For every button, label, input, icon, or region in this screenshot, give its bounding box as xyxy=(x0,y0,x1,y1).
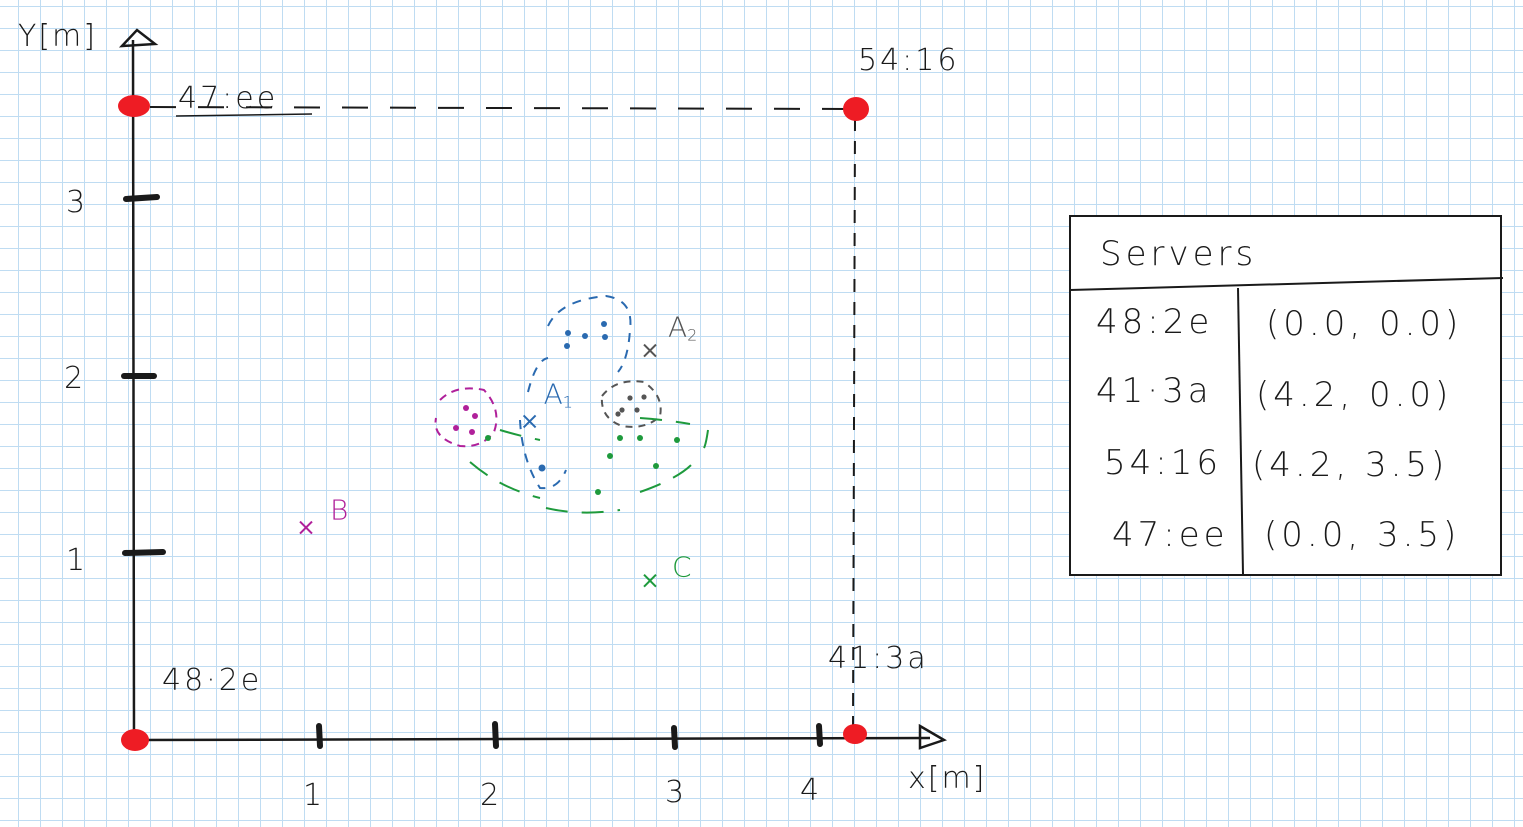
cluster-green xyxy=(469,417,709,514)
server-54-16-label: 54:16 xyxy=(858,43,959,78)
y-tick-label-2: 2 xyxy=(64,361,86,396)
point-b: B xyxy=(299,494,348,535)
x-tick-label-3: 3 xyxy=(665,775,687,810)
servers-table-row-4-id: 47:ee xyxy=(1112,515,1229,555)
y-axis-title: Y[m] xyxy=(18,19,97,54)
y-tick-label-1: 1 xyxy=(66,543,88,578)
servers-table-row-1-id: 48:2e xyxy=(1096,302,1213,342)
room-top-dashed-line xyxy=(149,106,851,110)
cluster-magenta xyxy=(434,387,498,448)
servers-table-header: Servers xyxy=(1100,234,1257,274)
servers-table-row-1-coords: (0.0, 0.0) xyxy=(1266,304,1462,344)
y-tick-label-3: 3 xyxy=(66,185,88,220)
x-tick-label-4: 4 xyxy=(800,773,822,808)
servers-table-row-2-id: 41·3a xyxy=(1096,371,1213,411)
server-48-2e-label: 48·2e xyxy=(162,663,262,698)
point-a2: A2 xyxy=(643,311,697,358)
server-48-2e-marker xyxy=(121,729,149,751)
x-tick-4 xyxy=(816,723,823,747)
x-tick-label-1: 1 xyxy=(303,778,325,813)
servers-table: Servers 48:2e (0.0, 0.0) 41·3a (4.2, 0.0… xyxy=(1069,215,1504,576)
point-b-label: B xyxy=(330,494,348,527)
server-54-16-marker xyxy=(843,97,869,121)
server-47-ee-label: 47:ee xyxy=(178,81,278,116)
point-c-label: C xyxy=(672,551,692,584)
servers-table-row-4-coords: (0.0, 3.5) xyxy=(1264,515,1460,555)
point-a1-subscript: 1 xyxy=(563,392,573,411)
y-tick-1 xyxy=(122,549,166,556)
point-a2-subscript: 2 xyxy=(687,326,697,345)
point-c-cross-stroke-2 xyxy=(643,573,657,588)
servers-table-row-2-coords: (4.2, 0.0) xyxy=(1256,375,1452,415)
x-tick-label-2: 2 xyxy=(480,778,502,813)
servers-table-header-divider xyxy=(1069,277,1504,291)
x-tick-2 xyxy=(492,721,499,749)
servers-table-row-3-coords: (4.2, 3.5) xyxy=(1252,445,1448,485)
x-tick-1 xyxy=(316,723,323,749)
servers-table-row-3-id: 54:16 xyxy=(1104,443,1222,483)
point-b-cross-stroke-2 xyxy=(299,520,313,535)
cluster-blue xyxy=(519,294,632,490)
room-right-dashed-line xyxy=(852,117,856,731)
cluster-gray xyxy=(600,380,662,428)
server-47-ee-underline xyxy=(175,113,313,117)
point-c: C xyxy=(643,551,692,588)
y-axis-arrow xyxy=(118,28,159,48)
point-a1: A1 xyxy=(522,377,573,429)
servers-table-frame xyxy=(1069,215,1502,576)
servers-table-column-divider xyxy=(1237,287,1244,575)
point-a2-cross-stroke-2 xyxy=(643,343,657,358)
server-41-3a-marker xyxy=(843,724,867,744)
point-a1-cross-stroke-2 xyxy=(522,414,537,429)
y-axis xyxy=(131,39,136,741)
x-axis-arrow xyxy=(918,723,948,750)
x-axis xyxy=(133,736,931,742)
x-axis-title: x[m] xyxy=(908,761,986,796)
point-a2-label: A2 xyxy=(668,311,697,345)
point-a1-label: A1 xyxy=(544,377,573,411)
y-tick-3 xyxy=(123,194,160,202)
x-tick-3 xyxy=(671,725,678,750)
server-47-ee-marker xyxy=(118,95,150,117)
server-41-3a-label: 41:3a xyxy=(828,641,929,676)
